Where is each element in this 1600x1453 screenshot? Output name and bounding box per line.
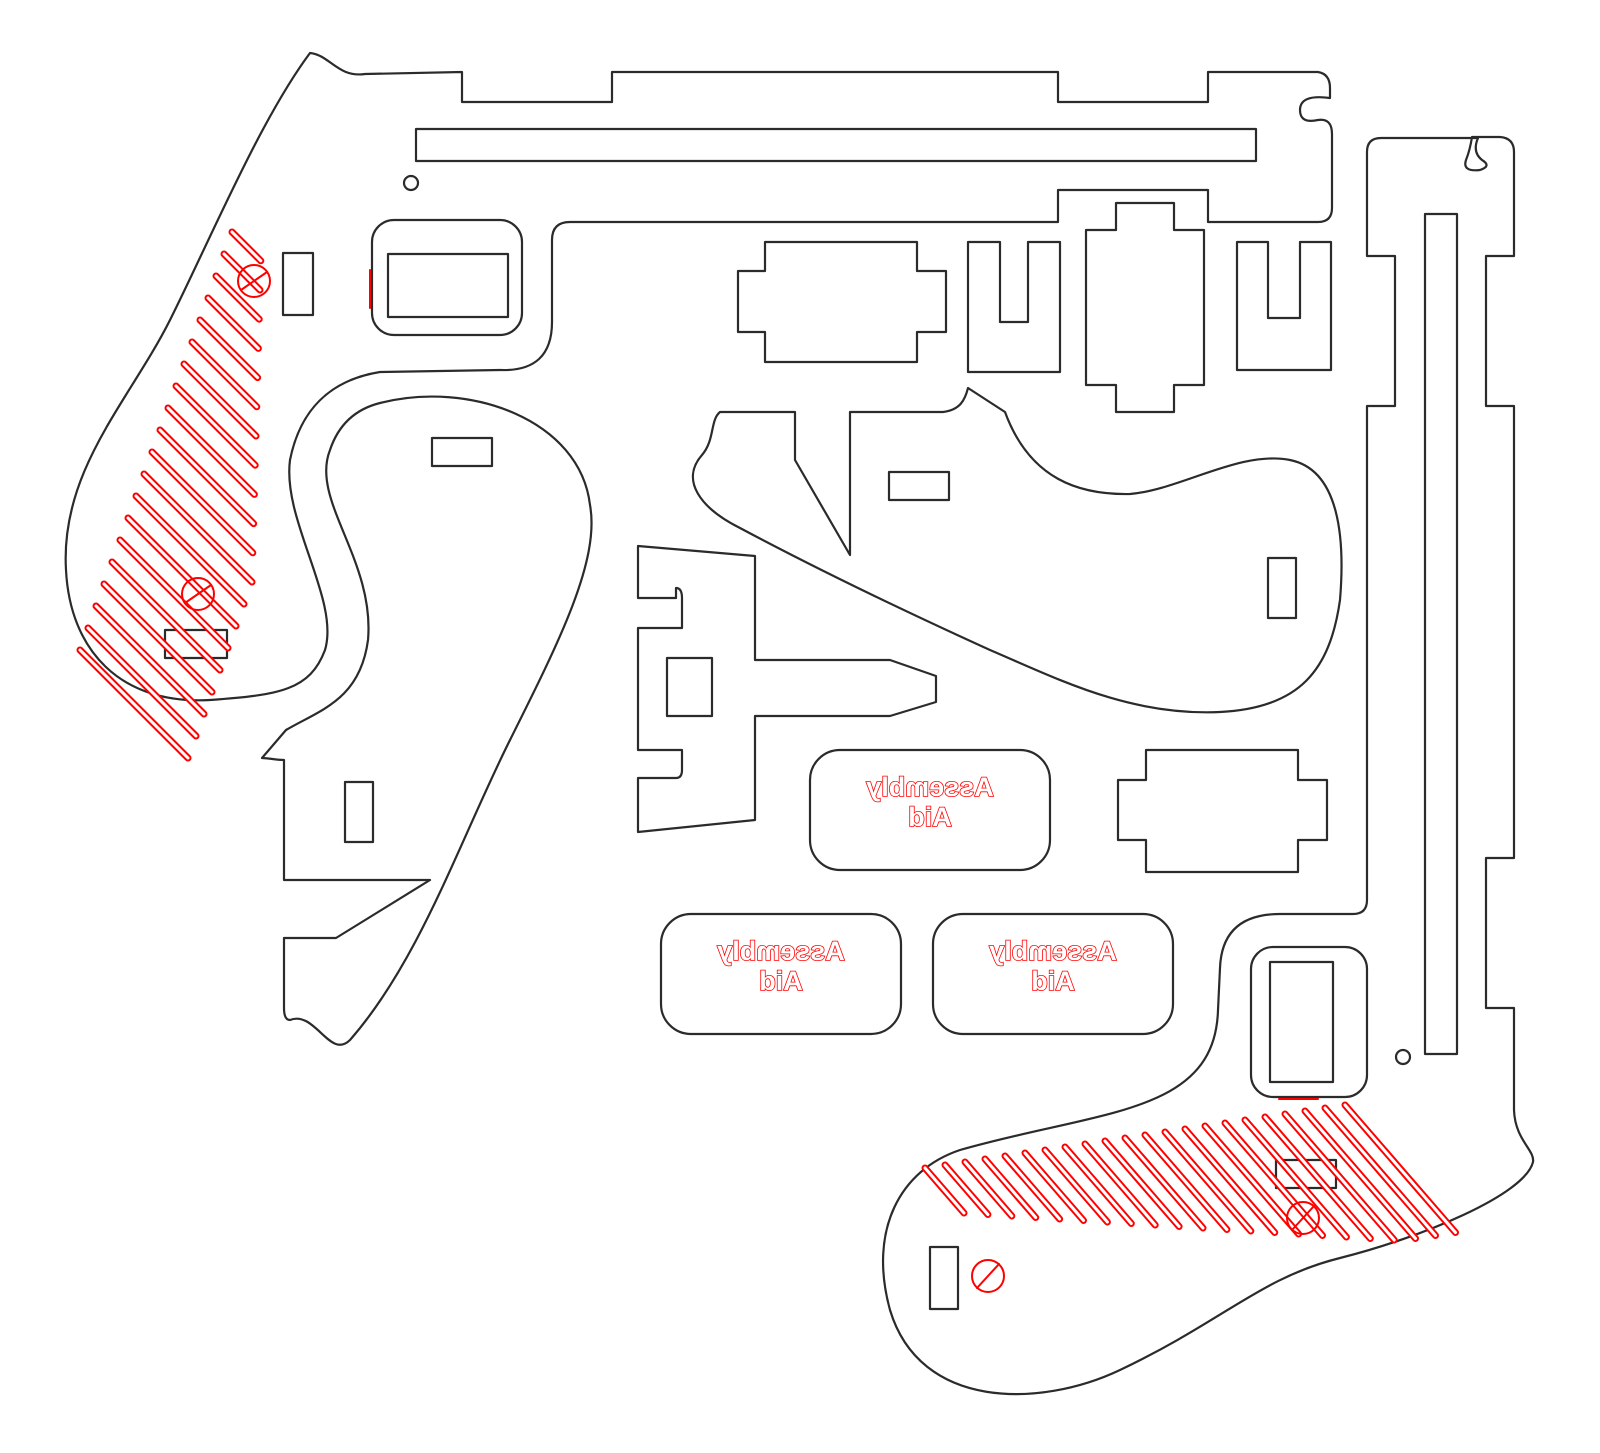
right-trigger-guard-window: [1249, 945, 1369, 1099]
pin-hole: [402, 174, 420, 192]
grip-hatch-line-inner: [1203, 1124, 1301, 1236]
grip-hatch-line-inner: [126, 516, 238, 628]
left-grip-hatching: [76, 228, 265, 762]
magazine-part: [260, 395, 593, 1046]
assembly-aid-outline: [808, 748, 1052, 872]
slide-slot-right: [1266, 556, 1298, 620]
grip-hatch-line-inner: [158, 428, 256, 526]
rect-part-a: [736, 240, 948, 364]
assembly-aid-label-line2: Aid: [759, 966, 803, 996]
screw-mark-icon: [1286, 1201, 1320, 1235]
grip-hatch-line-inner: [166, 406, 256, 496]
screw-mark-icon: [181, 577, 215, 611]
grip-hatch-line-inner: [222, 252, 262, 292]
grip-hatch-line-inner: [230, 230, 263, 263]
right-pin-hole: [1394, 1048, 1412, 1066]
grip-hatch-line-inner: [1183, 1127, 1277, 1234]
hammer-outline: [636, 544, 938, 834]
grip-hatch-line-inner: [198, 318, 260, 380]
right-grip-hatching: [921, 1101, 1459, 1244]
screw-mark-slash: [1291, 1205, 1315, 1231]
grip-hatch-line-inner: [78, 648, 190, 760]
grip-hatch-line-inner: [1003, 1154, 1062, 1221]
grip-hatch-line-inner: [1283, 1112, 1396, 1242]
assembly-aid-3: Assembly Aid: [931, 912, 1175, 1036]
slide-part: [691, 386, 1343, 714]
trigger-guard-window-inner: [386, 252, 510, 319]
hammer-window: [665, 656, 714, 718]
small-parts-row: [736, 201, 1333, 874]
grip-hatch-line-inner: [983, 1157, 1038, 1219]
right-grip-screw-marks: [971, 1098, 1320, 1293]
u-part-a: [966, 240, 1062, 374]
grip-hatch-line-inner: [86, 626, 198, 738]
assembly-aid-label-line2: Aid: [1031, 966, 1075, 996]
grip-hatch-line-inner: [1143, 1133, 1229, 1231]
grip-hatch-line-inner: [214, 274, 261, 321]
assembly-aid-outline: [931, 912, 1175, 1036]
grip-hatch-line-inner: [1123, 1136, 1205, 1230]
grip-hatch-line-inner: [1303, 1109, 1417, 1240]
cross-part: [1084, 201, 1206, 414]
screw-mark-slash: [240, 271, 268, 291]
trigger-guard-window: [370, 218, 524, 337]
left-frame-part: [64, 51, 1334, 702]
assembly-aid-2: Assembly Aid: [659, 912, 903, 1036]
u-part-b: [1235, 240, 1333, 372]
right-barrel-slot: [1423, 212, 1459, 1056]
right-trigger-guard-inner: [1268, 960, 1335, 1084]
grip-hatch-line-inner: [923, 1166, 966, 1215]
grip-hatch-line-inner: [1083, 1142, 1157, 1227]
grip-hatch-line-inner: [174, 384, 257, 467]
grip-hatch-line-inner: [963, 1160, 1014, 1218]
grip-hatch-line-inner: [150, 450, 255, 555]
assembly-aid-1: Assembly Aid: [808, 748, 1052, 872]
grip-hatch-line-inner: [206, 296, 260, 350]
right-grip-slot-lower: [928, 1245, 960, 1311]
assembly-aid-label-line2: Aid: [908, 802, 952, 832]
grip-hatch-line-inner: [134, 494, 246, 606]
grip-hatch-line-inner: [1343, 1103, 1457, 1234]
slide-slot-mid: [887, 470, 951, 502]
rect-part-b: [1116, 748, 1329, 874]
grip-hatch-line-inner: [182, 362, 258, 438]
assembly-aid-label-line1: Assembly: [866, 772, 994, 802]
grip-hatch-line-inner: [1163, 1130, 1253, 1233]
magazine-outline: [260, 395, 593, 1046]
screw-mark-icon: [971, 1259, 1005, 1293]
grip-hatch-line-inner: [1063, 1145, 1133, 1225]
grip-hatch-line-inner: [110, 560, 222, 672]
grip-hatch-line-inner: [1323, 1106, 1437, 1237]
grip-hatch-line-inner: [1243, 1118, 1348, 1239]
magazine-slot-top: [430, 436, 494, 468]
hammer-part: [636, 544, 938, 834]
assembly-aid-label-line1: Assembly: [989, 936, 1117, 966]
screw-mark-icon: [237, 264, 271, 298]
grip-hatch-line-inner: [118, 538, 230, 650]
barrel-slot: [414, 127, 1258, 163]
grip-hatch-line-inner: [94, 604, 206, 716]
magazine-slot-bottom: [343, 780, 375, 844]
screw-mark-slash: [184, 584, 212, 604]
left-grip-screw-marks: [181, 264, 371, 611]
grip-hatch-line-inner: [1263, 1115, 1372, 1240]
right-frame-outline: [881, 135, 1535, 1396]
grip-hatch-line-inner: [943, 1163, 990, 1216]
right-frame-part: [881, 135, 1535, 1396]
grip-slot-upper: [281, 251, 315, 317]
slide-outline: [691, 386, 1343, 714]
assembly-aid-label-line1: Assembly: [717, 936, 845, 966]
grip-hatch-line-inner: [1103, 1139, 1181, 1228]
grip-hatch-line-inner: [1223, 1121, 1324, 1237]
grip-hatch-line-inner: [1023, 1151, 1085, 1222]
assembly-aid-outline: [659, 912, 903, 1036]
grip-hatch-line-inner: [1043, 1148, 1109, 1224]
grip-hatch-line-inner: [142, 472, 254, 584]
grip-hatch-line-inner: [102, 582, 214, 694]
left-frame-outline: [64, 51, 1334, 702]
grip-hatch-line-inner: [190, 340, 259, 409]
screw-mark-slash: [976, 1263, 1000, 1289]
